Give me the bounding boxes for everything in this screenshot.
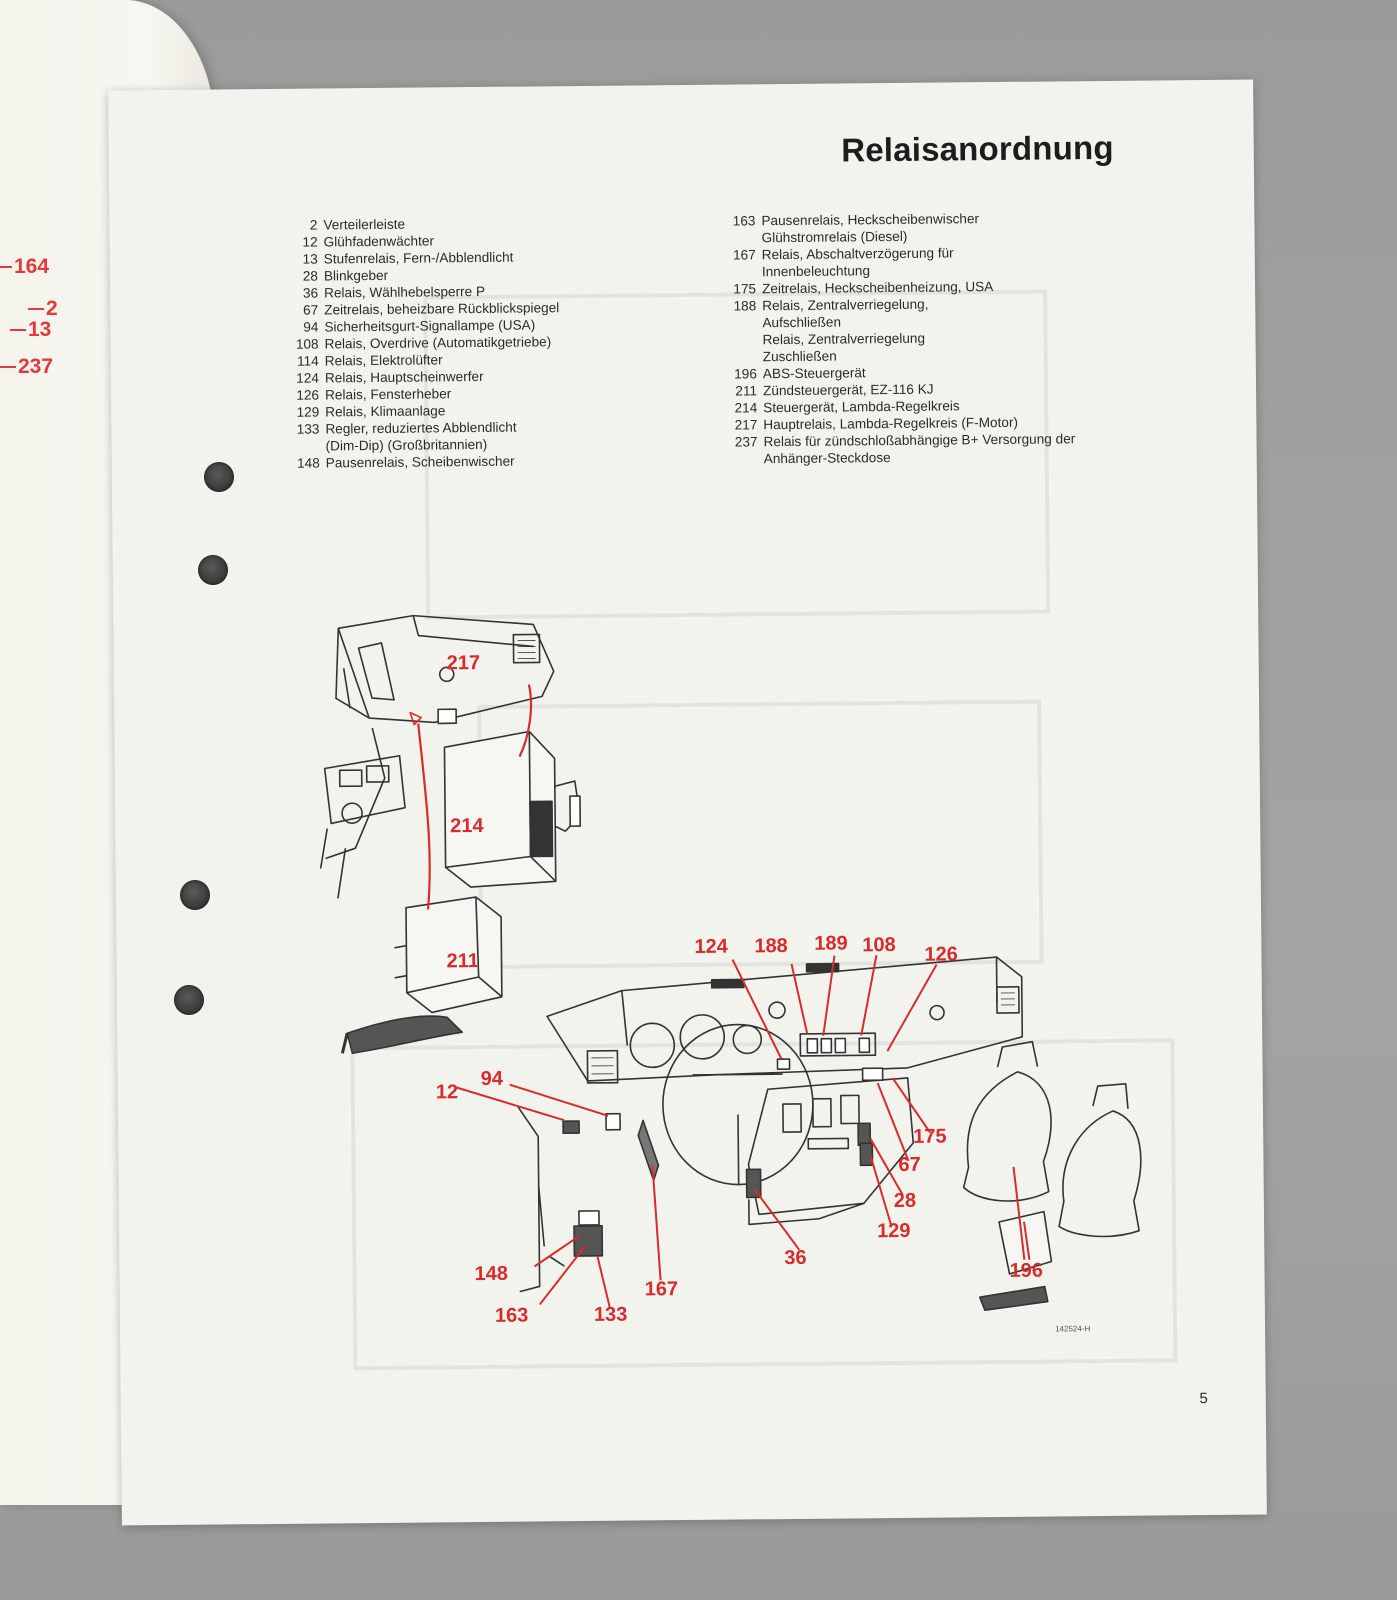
callout-124: 124 xyxy=(694,936,728,958)
relay-location-diagram: 217 214 211 124 188 189 108 126 12 94 17… xyxy=(319,614,1142,1327)
left-callout: 2 xyxy=(28,297,58,321)
upper-dashboard-drawing xyxy=(319,614,582,1055)
callout-196: 196 xyxy=(1009,1260,1043,1282)
drawing-reference-code: 142524-H xyxy=(1055,1324,1091,1334)
binder-holes xyxy=(174,0,240,1100)
callout-36: 36 xyxy=(784,1247,806,1269)
callout-167: 167 xyxy=(645,1278,679,1300)
callout-133: 133 xyxy=(594,1304,628,1326)
binder-hole xyxy=(174,985,204,1015)
page-number: 5 xyxy=(1199,1390,1208,1408)
left-page-callouts: 164 2 13 237 xyxy=(0,255,80,455)
left-callout: 13 xyxy=(10,318,51,342)
lower-dashboard-drawing xyxy=(517,956,1142,1311)
lower-leader-lines xyxy=(455,955,1031,1309)
callout-211: 211 xyxy=(446,950,478,972)
callout-163: 163 xyxy=(495,1305,529,1327)
upper-wiring xyxy=(417,684,533,910)
binder-hole xyxy=(198,555,228,585)
left-callout: 237 xyxy=(0,355,53,379)
callout-67: 67 xyxy=(898,1154,920,1176)
binder-hole xyxy=(204,462,234,492)
callout-129: 129 xyxy=(877,1220,911,1242)
callout-188: 188 xyxy=(754,935,788,957)
callout-148: 148 xyxy=(474,1263,508,1285)
callout-28: 28 xyxy=(894,1190,916,1212)
callout-126: 126 xyxy=(924,943,958,965)
left-callout: 164 xyxy=(0,255,49,279)
callout-217: 217 xyxy=(447,652,481,674)
binder-hole xyxy=(180,880,210,910)
callout-189: 189 xyxy=(814,932,848,954)
callout-175: 175 xyxy=(913,1126,947,1148)
callout-214: 214 xyxy=(450,815,484,837)
callout-12: 12 xyxy=(436,1081,458,1103)
callout-108: 108 xyxy=(862,934,896,956)
callout-94: 94 xyxy=(481,1068,504,1090)
